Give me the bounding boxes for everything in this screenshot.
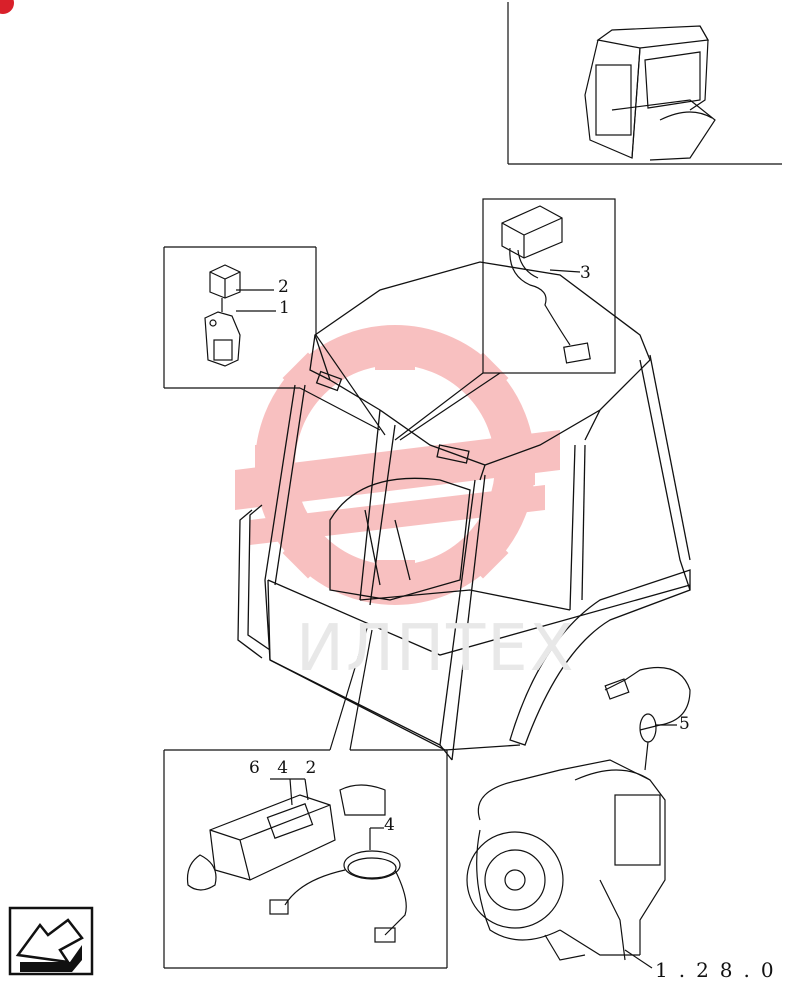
reference-code: 1.28.0 (655, 958, 785, 982)
wiring-inset-box (394, 198, 616, 441)
callout-3: 3 (580, 263, 591, 283)
watermark-text: ИЛПТЕХ (296, 612, 576, 686)
cab-frame-main (237, 261, 691, 761)
transmission-assembly (466, 666, 691, 969)
joystick-inset-box (163, 624, 448, 969)
callout-6-4-2: 6 4 2 (249, 758, 323, 778)
callout-1: 1 (279, 298, 290, 318)
callout-4: 4 (384, 815, 395, 835)
callout-5: 5 (679, 714, 690, 734)
gear-watermark-icon (235, 325, 560, 605)
callout-2: 2 (278, 277, 289, 297)
navigation-arrow-icon (8, 906, 94, 976)
cab-thumbnail-inset (507, 2, 782, 165)
relay-inset-box (163, 246, 386, 436)
corner-badge (0, 0, 14, 14)
